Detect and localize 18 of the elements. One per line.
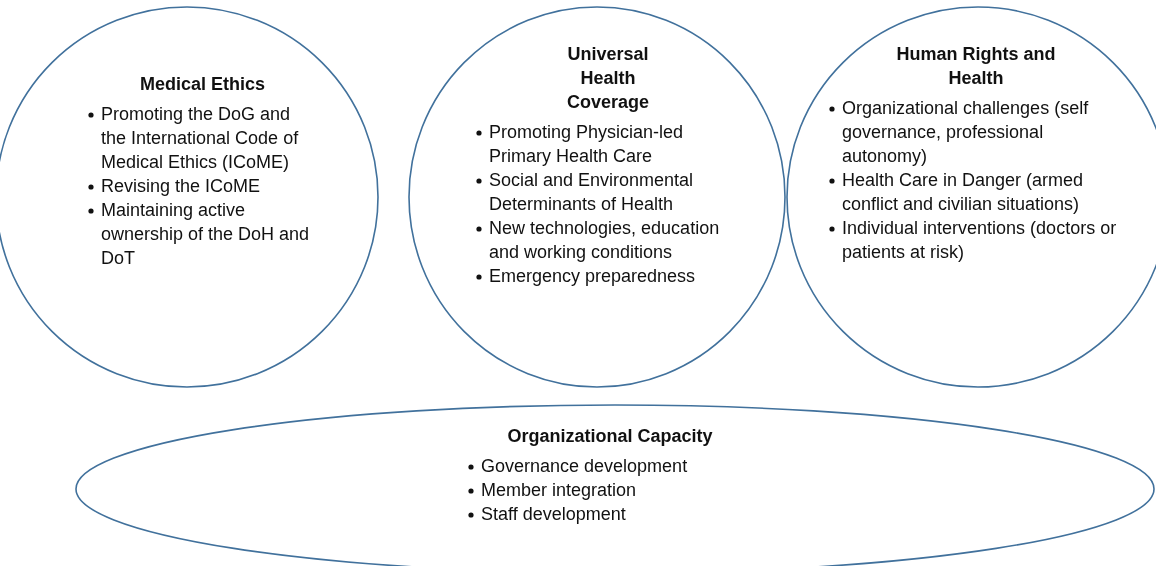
bullet-item: Governance development xyxy=(481,456,688,476)
bullet-item: Individual interventions (doctors or patients at risk) xyxy=(842,218,1117,262)
topic-heading: Medical Ethics xyxy=(138,73,266,96)
bullet-item: Social and Environmental Determinants of Health xyxy=(489,170,694,214)
bullet-item: New technologies, education and working conditions xyxy=(489,218,720,262)
bullet-item: Maintaining active ownership of the DoH and DoT xyxy=(101,200,310,268)
bullet-item: Revising the ICoME xyxy=(101,176,261,196)
topic-ellipse xyxy=(408,6,786,388)
bullet-item: Promoting Physician-led Primary Health Care xyxy=(489,122,684,166)
bullet-item: Emergency preparedness xyxy=(489,266,696,286)
bullet-item: Promoting the DoG and the International Code of Medical Ethics (ICoME) xyxy=(101,104,299,172)
topic-heading: Organizational Capacity xyxy=(506,425,714,448)
bullet-item: Organizational challenges (self governance, professional autonomy) xyxy=(842,98,1089,166)
bullet-item: Health Care in Danger (armed conflict and civilian situations) xyxy=(842,170,1084,214)
bullet-item: Staff development xyxy=(481,504,626,524)
topic-heading: Universal Health Coverage xyxy=(565,43,650,114)
bullet-item: Member integration xyxy=(481,480,637,500)
topic-heading: Human Rights and Health xyxy=(896,43,1056,90)
